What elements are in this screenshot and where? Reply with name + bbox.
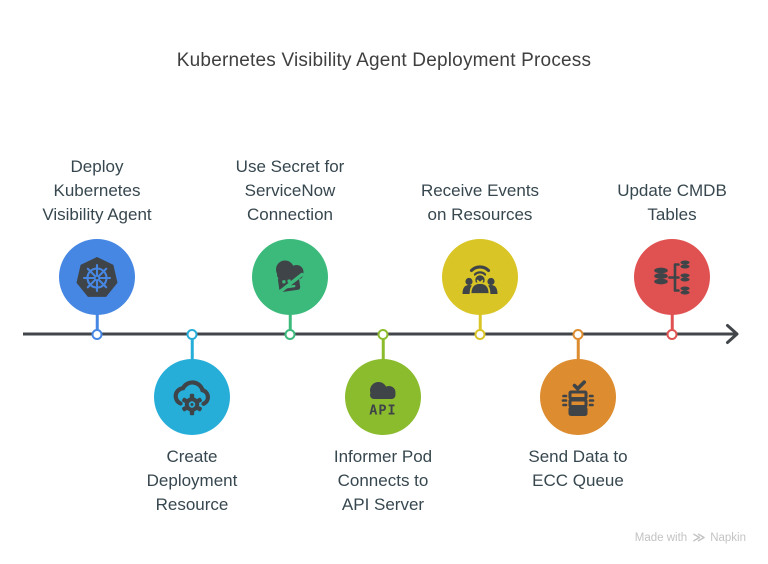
step-label: Informer Pod Connects to API Server bbox=[333, 447, 433, 514]
queue-checklist-icon bbox=[561, 380, 595, 416]
broadcast-audience-icon bbox=[462, 265, 498, 295]
watermark-brand-text: Napkin bbox=[710, 531, 746, 544]
connector-stem bbox=[670, 306, 674, 334]
timeline-marker bbox=[572, 328, 584, 340]
connector-stem bbox=[478, 306, 482, 334]
step-circle bbox=[59, 239, 135, 315]
timeline-marker bbox=[91, 328, 103, 340]
step-label: Create Deployment Resource bbox=[146, 447, 238, 514]
step-label: Update CMDB Tables bbox=[617, 181, 727, 224]
step-circle bbox=[540, 359, 616, 435]
cmdb-tables-icon bbox=[654, 260, 690, 295]
timeline-marker bbox=[666, 328, 678, 340]
step-label: Deploy Kubernetes Visibility Agent bbox=[42, 157, 152, 224]
cloud-gear-icon bbox=[173, 380, 210, 416]
step-circle bbox=[154, 359, 230, 435]
step-circle: API bbox=[345, 359, 421, 435]
step-label: Receive Events on Resources bbox=[420, 181, 540, 224]
connector-stem bbox=[576, 334, 580, 362]
kubernetes-helm-icon bbox=[76, 257, 118, 297]
diagram-title: Kubernetes Visibility Agent Deployment P… bbox=[176, 50, 592, 71]
step-circle bbox=[252, 239, 328, 315]
arrowhead-icon bbox=[726, 324, 739, 344]
timeline-marker bbox=[186, 328, 198, 340]
connector-stem bbox=[288, 306, 292, 334]
secret-credentials-icon bbox=[274, 260, 304, 297]
timeline-marker bbox=[377, 328, 389, 340]
step-label: Send Data to ECC Queue bbox=[528, 447, 628, 490]
timeline-marker bbox=[284, 328, 296, 340]
step-circle bbox=[442, 239, 518, 315]
step-circle bbox=[634, 239, 710, 315]
connector-stem bbox=[95, 306, 99, 334]
svg-text:API: API bbox=[369, 403, 396, 419]
napkin-logo-icon bbox=[693, 533, 705, 542]
step-label: Use Secret for ServiceNow Connection bbox=[235, 157, 345, 224]
watermark-made-with-text: Made with bbox=[634, 531, 688, 544]
made-with-napkin-watermark: Made with Napkin bbox=[635, 531, 746, 544]
connector-stem bbox=[190, 334, 194, 362]
connector-stem bbox=[381, 334, 385, 362]
api-cloud-icon: API bbox=[369, 382, 396, 419]
timeline-marker bbox=[474, 328, 486, 340]
